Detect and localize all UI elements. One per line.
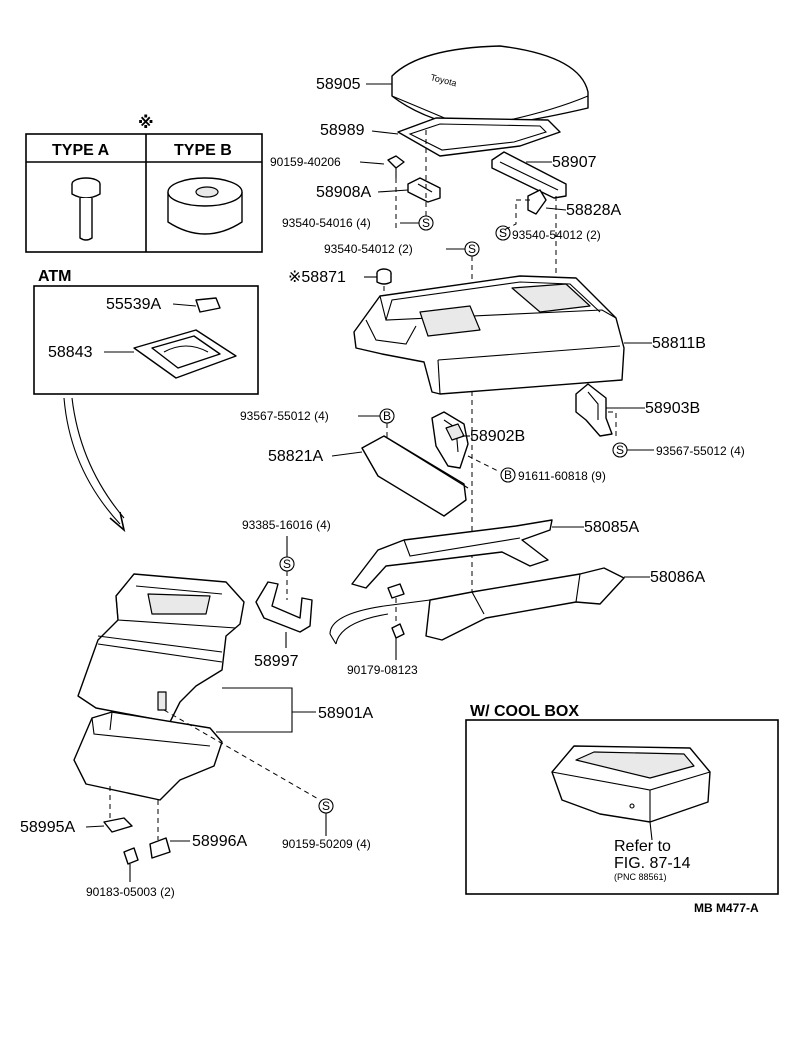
part-58908a-bracket — [407, 177, 441, 203]
cool-box-illustration — [551, 745, 711, 823]
type-a-label: TYPE A — [52, 142, 110, 159]
label-58821a: 58821A — [268, 448, 323, 465]
label-58085a: 58085A — [584, 519, 639, 536]
part-58902b-bracket — [431, 411, 469, 469]
screw-symbol-93567-55012-right: S — [612, 442, 628, 458]
part-58821a-panel — [361, 435, 469, 517]
svg-text:S: S — [422, 216, 430, 230]
label-58995a: 58995A — [20, 819, 75, 836]
svg-text:S: S — [616, 443, 624, 457]
part-58811b-console-box — [353, 275, 625, 395]
label-91611-60818: 91611-60818 (9) — [518, 469, 606, 483]
label-93540-54012-left: 93540-54012 (2) — [324, 242, 413, 256]
label-93567-55012-left: 93567-55012 (4) — [240, 409, 329, 423]
label-58908a: 58908A — [316, 184, 371, 201]
label-93567-55012-right: 93567-55012 (4) — [656, 444, 745, 458]
atm-part-58843: 58843 — [48, 344, 93, 361]
label-58871: ※58871 — [288, 269, 346, 286]
part-90183-05003-nut — [123, 847, 139, 865]
label-58811b: 58811B — [652, 335, 706, 352]
diagram-code: MB M477-A — [694, 901, 759, 915]
part-90179-08123-nut — [387, 583, 405, 639]
cool-box-frame: Refer to FIG. 87-14 (PNC 88561) — [465, 719, 779, 895]
cool-box-ref-line1: Refer to — [614, 838, 671, 855]
label-90183-05003: 90183-05003 (2) — [86, 885, 175, 899]
label-58901a: 58901A — [318, 705, 373, 722]
label-93540-54016: 93540-54016 (4) — [282, 216, 371, 230]
svg-text:S: S — [322, 799, 330, 813]
atm-title: ATM — [38, 268, 71, 285]
label-90159-40206: 90159-40206 — [270, 155, 341, 169]
label-58903b: 58903B — [645, 400, 700, 417]
svg-text:B: B — [383, 409, 391, 423]
svg-text:S: S — [283, 557, 291, 571]
label-90159-50209: 90159-50209 (4) — [282, 837, 371, 851]
cool-box-ref-line3: (PNC 88561) — [614, 872, 667, 882]
bolt-symbol-93567-55012-left: B — [379, 408, 395, 424]
label-58086a: 58086A — [650, 569, 705, 586]
atm-arrow — [63, 397, 126, 533]
screw-symbol-93540-54016: S — [418, 215, 434, 231]
label-58828a: 58828A — [566, 202, 621, 219]
part-90159-40206-screw — [387, 155, 405, 178]
screw-symbol-93540-54012-right: S — [495, 225, 511, 241]
bolt-symbol-91611-60818: B — [500, 467, 516, 483]
atm-part-55539a: 55539A — [106, 296, 161, 313]
svg-text:S: S — [499, 226, 507, 240]
svg-text:S: S — [468, 242, 476, 256]
part-58997-bracket — [255, 581, 313, 633]
label-58907: 58907 — [552, 154, 597, 171]
type-a-knob-illustration — [71, 177, 101, 241]
part-58905-lid: Toyota — [391, 45, 589, 129]
label-93385-16016: 93385-16016 (4) — [242, 518, 331, 532]
label-58905: 58905 — [316, 76, 361, 93]
part-58996a-clip — [149, 837, 171, 859]
screw-symbol-90159-50209: S — [318, 798, 334, 814]
part-58871-knob — [376, 268, 392, 285]
type-b-label: TYPE B — [174, 142, 232, 159]
header-mark: ※ — [138, 114, 154, 132]
screw-symbol-93540-54012-left: S — [464, 241, 480, 257]
part-58995a-clip — [103, 817, 133, 833]
type-b-ring-illustration — [167, 177, 243, 235]
type-table: TYPE A TYPE B — [25, 133, 263, 253]
part-58828a-clip — [527, 189, 547, 215]
part-58901a-upper-console — [77, 573, 245, 723]
label-90179-08123: 90179-08123 — [347, 663, 418, 677]
part-58901a-lower-console — [73, 711, 223, 801]
screw-symbol-93385-16016: S — [279, 556, 295, 572]
label-58989: 58989 — [320, 122, 365, 139]
atm-box: 55539A 58843 — [33, 285, 259, 395]
svg-text:B: B — [504, 468, 512, 482]
part-58903b-bracket — [575, 383, 613, 437]
cool-box-title: W/ COOL BOX — [470, 703, 579, 720]
part-58989-pad — [397, 117, 561, 157]
label-58902b: 58902B — [470, 428, 525, 445]
part-58907-hinge — [491, 151, 567, 199]
part-58085a-bracket — [351, 519, 553, 589]
label-58996a: 58996A — [192, 833, 247, 850]
cool-box-ref-line2: FIG. 87-14 — [614, 855, 691, 872]
part-58086a-rail — [425, 567, 625, 641]
label-58997: 58997 — [254, 653, 299, 670]
